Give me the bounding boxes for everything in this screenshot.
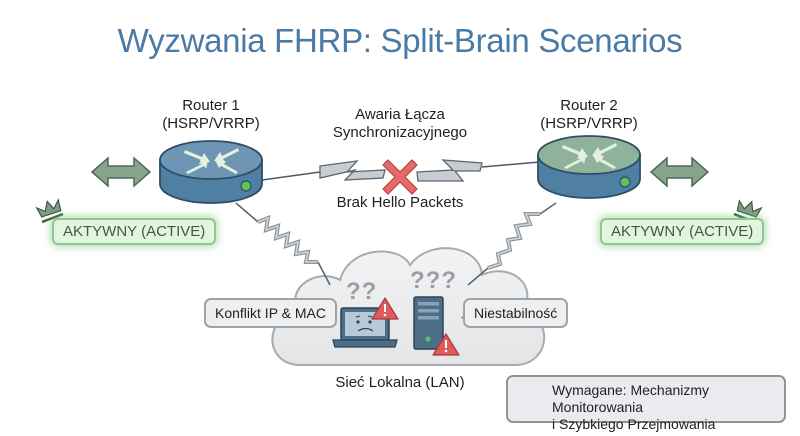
router-2-name: Router 2 xyxy=(560,97,618,114)
ip-mac-conflict-bubble: Konflikt IP & MAC xyxy=(204,298,338,328)
router-1-label: Router 1 (HSRP/VRRP) xyxy=(151,97,271,133)
link-router1-lan xyxy=(235,202,331,286)
question-marks-laptop: ?? xyxy=(346,278,378,305)
router-2-icon xyxy=(537,135,641,199)
question-marks-server: ??? xyxy=(410,267,457,294)
server-icon xyxy=(413,296,444,350)
no-hello-packets-label: Brak Hello Packets xyxy=(336,194,464,211)
requirement-box: Wymagane: Mechanizmy Monitorowania i Szy… xyxy=(506,375,786,432)
router-2-label: Router 2 (HSRP/VRRP) xyxy=(529,97,649,133)
router-2-protocol: (HSRP/VRRP) xyxy=(540,115,638,132)
router-1-protocol: (HSRP/VRRP) xyxy=(162,115,260,132)
router-1-active-badge: AKTYWNY (ACTIVE) xyxy=(52,218,217,245)
sync-link-right xyxy=(416,159,541,182)
link-router2-lan xyxy=(467,202,557,286)
requirement-line1: Wymagane: Mechanizmy Monitorowania xyxy=(552,382,710,415)
sync-failure-line2: Synchronizacyjnego xyxy=(332,124,468,141)
router-1-icon xyxy=(159,140,263,204)
router-1-name: Router 1 xyxy=(182,97,240,114)
link-failure-x-icon xyxy=(382,159,418,195)
sync-failure-label: Awaria Łącza Synchronizacyjnego xyxy=(310,106,490,142)
requirement-text: Wymagane: Mechanizmy Monitorowania i Szy… xyxy=(552,382,784,433)
warning-server-icon xyxy=(432,333,460,356)
instability-bubble: Niestabilność xyxy=(463,298,569,328)
warning-laptop-icon xyxy=(371,297,399,320)
bidirectional-arrow-left-icon xyxy=(90,156,152,188)
crown-left-icon xyxy=(35,198,64,224)
sync-link-left xyxy=(261,160,386,181)
router-2-active-badge: AKTYWNY (ACTIVE) xyxy=(600,218,765,245)
sync-failure-line1: Awaria Łącza xyxy=(355,106,445,123)
bidirectional-arrow-right-icon xyxy=(649,156,710,188)
lan-label: Sieć Lokalna (LAN) xyxy=(335,374,465,391)
diagram-title: Wyzwania FHRP: Split-Brain Scenarios xyxy=(117,22,683,59)
requirement-line2: i Szybkiego Przejmowania xyxy=(552,416,716,432)
